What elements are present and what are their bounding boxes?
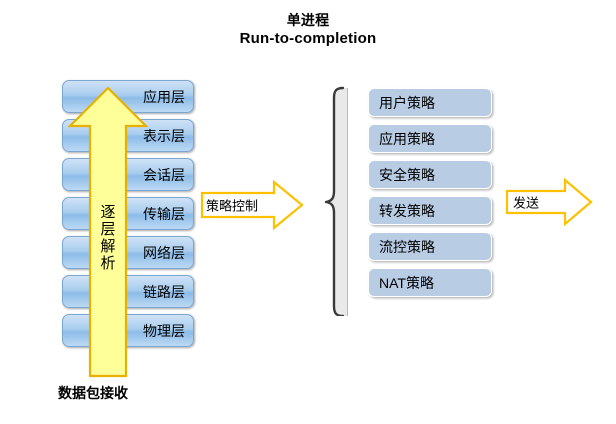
- policy-box-forwarding[interactable]: 转发策略: [368, 196, 492, 225]
- layer-label: 应用层: [143, 88, 185, 105]
- policy-box-flow-control[interactable]: 流控策略: [368, 232, 492, 261]
- layer-box-transport[interactable]: 传输层: [62, 197, 194, 230]
- layer-box-datalink[interactable]: 链路层: [62, 275, 194, 308]
- parse-char-2: 层: [100, 221, 116, 238]
- policy-box-application[interactable]: 应用策略: [368, 124, 492, 153]
- policy-box-security[interactable]: 安全策略: [368, 160, 492, 189]
- title-line-chinese: 单进程: [286, 12, 330, 28]
- parse-char-3: 解: [100, 238, 116, 255]
- layer-label: 传输层: [143, 205, 185, 222]
- policy-label: 流控策略: [379, 238, 435, 255]
- title-line-english: Run-to-completion: [239, 29, 377, 47]
- send-arrow-label: 发送: [513, 195, 540, 211]
- send-arrow[interactable]: 发送: [505, 178, 593, 226]
- policy-label: 用户策略: [379, 94, 435, 111]
- policy-label: 转发策略: [379, 202, 435, 219]
- layer-label: 物理层: [143, 322, 185, 339]
- parse-char-4: 析: [100, 255, 116, 272]
- policy-arrow-label: 策略控制: [206, 198, 259, 214]
- layer-label: 会话层: [143, 166, 185, 183]
- layer-label: 表示层: [143, 127, 185, 144]
- page-title: 单进程 Run-to-completion: [0, 12, 616, 48]
- policy-box-user[interactable]: 用户策略: [368, 88, 492, 117]
- policy-label: NAT策略: [379, 274, 434, 291]
- parse-char-1: 逐: [100, 204, 116, 221]
- layer-label: 网络层: [143, 244, 185, 261]
- policy-label: 应用策略: [379, 130, 435, 147]
- layer-label: 链路层: [143, 283, 185, 300]
- layer-box-physical[interactable]: 物理层: [62, 314, 194, 347]
- layer-box-session[interactable]: 会话层: [62, 158, 194, 191]
- parse-arrow-label: 逐 层 解 析: [99, 204, 117, 272]
- packet-receive-caption: 数据包接收: [58, 385, 128, 401]
- policy-box-nat[interactable]: NAT策略: [368, 268, 492, 297]
- policy-control-arrow[interactable]: 策略控制: [200, 180, 304, 230]
- policy-label: 安全策略: [379, 166, 435, 183]
- left-curly-brace-icon: [296, 84, 348, 316]
- layer-box-network[interactable]: 网络层: [62, 236, 194, 269]
- policy-list: 用户策略 应用策略 安全策略 转发策略 流控策略 NAT策略: [368, 88, 496, 308]
- up-arrow-icon: 逐 层 解 析: [68, 86, 148, 378]
- protocol-layer-stack: 应用层 表示层 会话层 传输层 网络层 链路层 物理层: [62, 80, 196, 347]
